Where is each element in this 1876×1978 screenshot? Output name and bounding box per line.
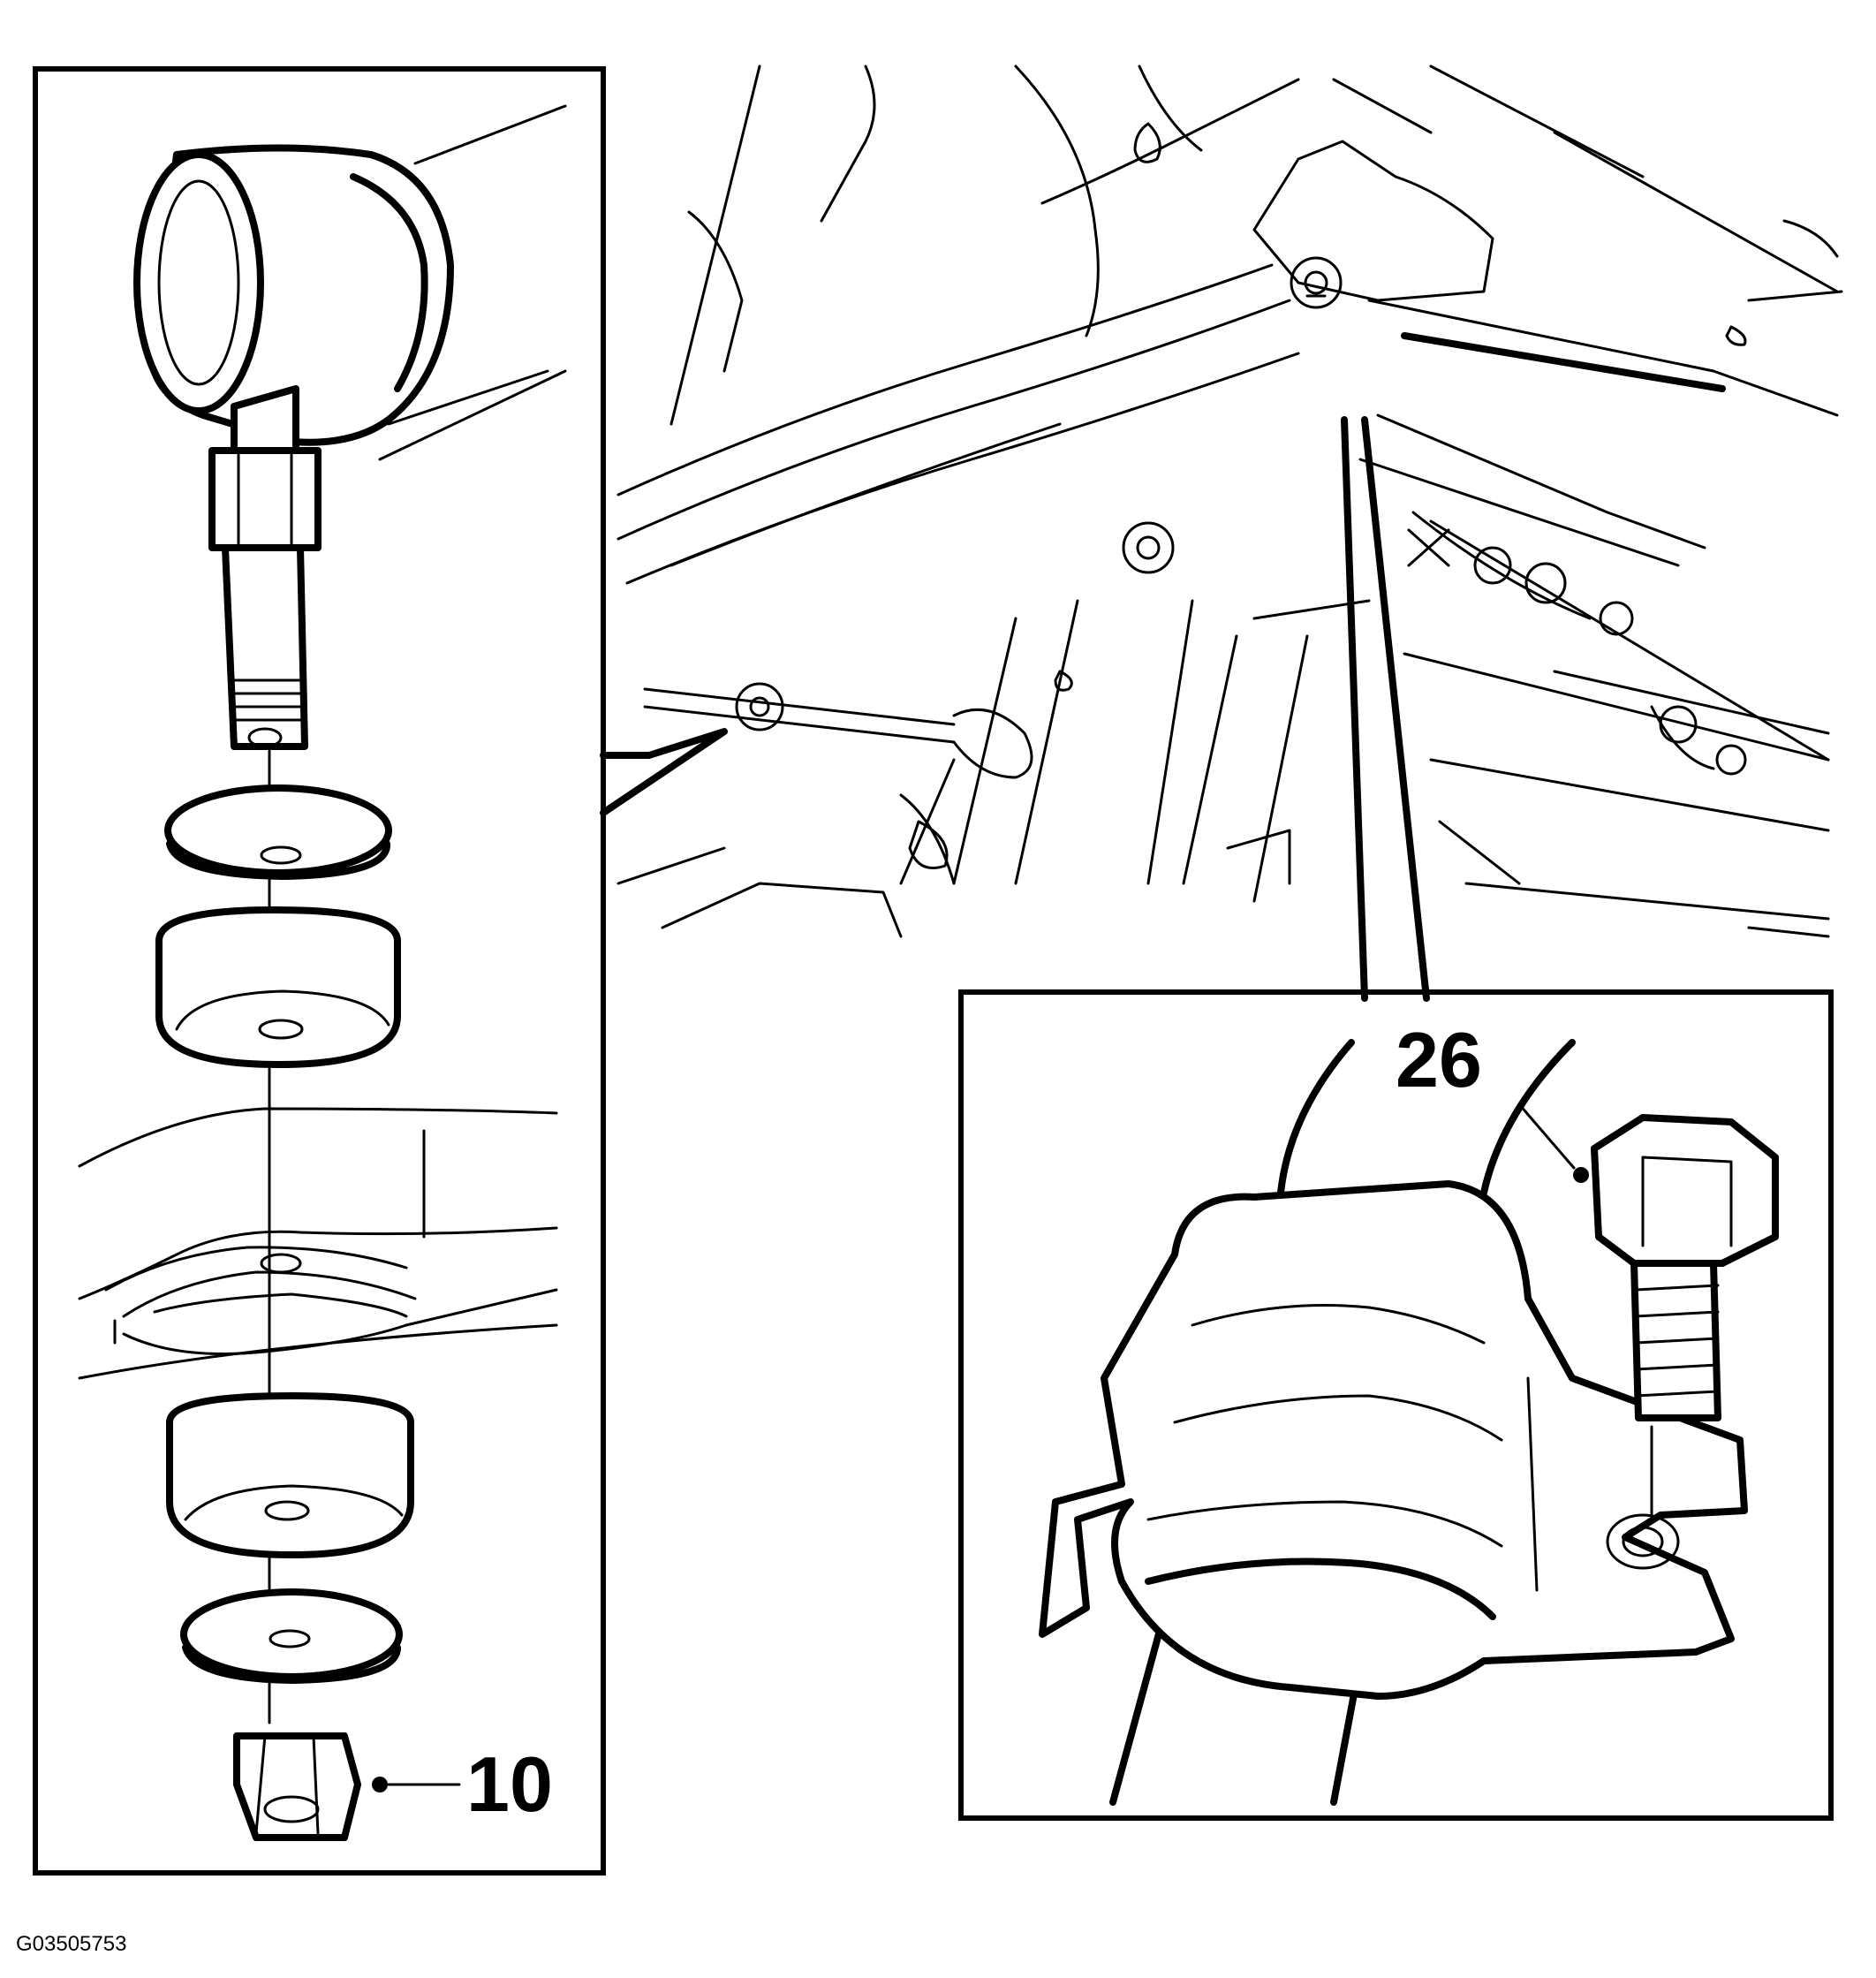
lower-rubber-bushing	[166, 1392, 414, 1558]
vehicle-underside-overview	[617, 64, 1843, 938]
detail-pointer-lines	[600, 416, 1430, 1002]
stabilizer-link-exploded-view: 10	[33, 66, 606, 1876]
callout-10-dot	[372, 1777, 388, 1792]
clamp-bolt	[1591, 1114, 1779, 1521]
callout-26: 26	[1396, 1016, 1589, 1183]
upper-cup-washer	[164, 784, 392, 880]
figure-id: G03505753	[16, 1932, 126, 1956]
upper-rubber-bushing	[155, 906, 401, 1068]
link-ball-joint	[133, 144, 454, 750]
lower-cup-washer	[180, 1588, 403, 1684]
callout-10: 10	[372, 1740, 553, 1828]
lock-nut	[233, 1732, 361, 1841]
callout-26-leader	[1517, 1103, 1576, 1170]
callout-26-label: 26	[1396, 1016, 1482, 1103]
stabilizer-clamp	[1039, 1180, 1748, 1700]
callout-26-dot	[1573, 1167, 1589, 1183]
callout-10-label: 10	[466, 1740, 553, 1828]
stabilizer-clamp-detail-view: 26	[958, 989, 1834, 1821]
right-inset-frame	[958, 989, 1834, 1821]
control-arm	[78, 1107, 558, 1380]
left-inset-frame	[33, 66, 606, 1876]
